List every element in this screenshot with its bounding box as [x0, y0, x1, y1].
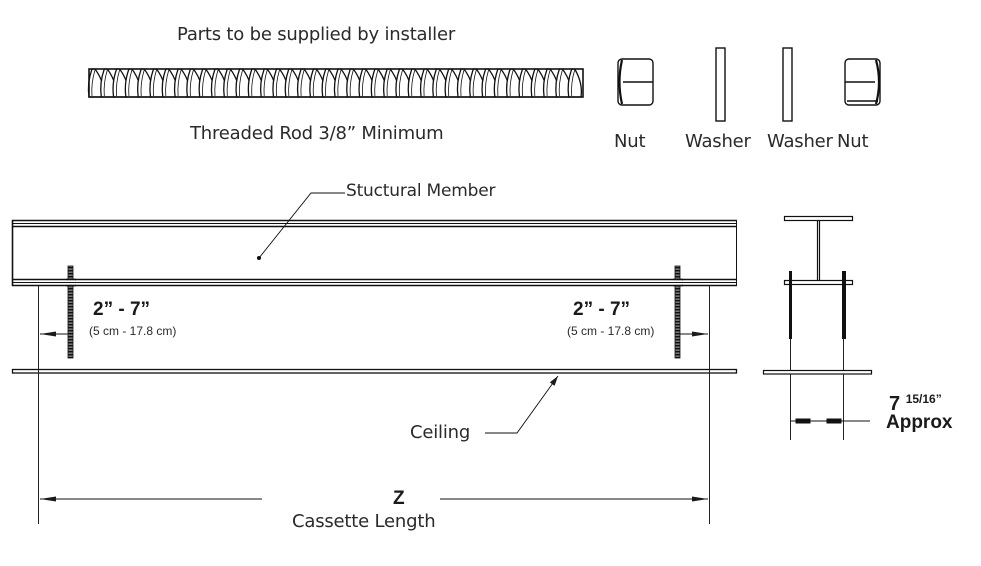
thread-crest	[312, 69, 317, 97]
thread-crest	[362, 69, 366, 97]
thread-crest	[226, 69, 231, 97]
washer-label: Washer	[685, 131, 751, 152]
thread-crest	[546, 69, 551, 97]
threaded-rod-label: Threaded Rod 3/8” Minimum	[190, 123, 444, 144]
ceiling-leader	[485, 375, 559, 434]
hanger-rod-right	[673, 265, 683, 359]
thread-crest	[472, 69, 477, 97]
thread-crest	[485, 69, 489, 97]
thread-crest	[325, 69, 330, 97]
thread-crest	[386, 69, 391, 97]
thread-crest	[460, 69, 465, 97]
hanger-rod-left	[66, 265, 76, 359]
rod-spacing-whole: 7	[889, 393, 901, 415]
thread-crest	[128, 69, 133, 97]
thread-crest	[374, 69, 379, 97]
thread-crest	[571, 69, 576, 97]
thread-crest	[165, 69, 170, 97]
left-offset-metric: (5 cm - 17.8 cm)	[89, 324, 177, 338]
rod-spacing-value: 7 15/16”	[889, 392, 942, 416]
thread-crest	[411, 69, 416, 97]
parts-heading: Parts to be supplied by installer	[177, 24, 456, 45]
thread-crest	[239, 69, 243, 97]
ceiling-label: Ceiling	[410, 422, 471, 443]
washer-icon	[715, 47, 726, 122]
washer-label: Washer	[767, 131, 833, 152]
thread-crest	[152, 69, 157, 97]
washer-icon	[782, 47, 793, 122]
cassette-length-symbol: Z	[393, 488, 405, 509]
left-offset-imperial: 2” - 7”	[93, 299, 151, 320]
thread-crest	[337, 69, 342, 97]
thread-crest	[140, 69, 145, 97]
rod-spacing-note: Approx	[886, 412, 953, 433]
hex-nut-icon	[844, 58, 881, 106]
cassette-length-label: Cassette Length	[292, 511, 436, 532]
thread-crest	[202, 69, 207, 97]
ceiling-line	[11, 368, 738, 374]
thread-crest	[423, 69, 428, 97]
thread-turn	[567, 68, 583, 98]
structural-member-beam	[11, 219, 737, 287]
thread-crest	[177, 69, 182, 97]
thread-crest	[300, 69, 305, 97]
hex-nut-icon	[617, 58, 654, 106]
side-view-rods	[789, 271, 846, 339]
thread-crest	[509, 69, 514, 97]
cassette-extension-lines	[38, 286, 710, 524]
thread-crest	[448, 69, 453, 97]
thread-crest	[521, 69, 526, 97]
rod-outline	[88, 68, 584, 98]
thread-crest	[275, 69, 280, 97]
nut-label: Nut	[614, 131, 646, 152]
side-view-ceiling	[762, 369, 873, 375]
thread-crest	[288, 69, 293, 97]
thread-crest	[398, 69, 403, 97]
structural-member-label: Stuctural Member	[346, 181, 496, 201]
side-view-rod-extensions	[790, 339, 844, 440]
thread-crest	[497, 69, 502, 97]
side-view-beam	[783, 215, 854, 286]
thread-crest	[189, 69, 194, 97]
thread-crest	[263, 69, 268, 97]
thread-crest	[251, 69, 256, 97]
thread-crest	[435, 69, 440, 97]
thread-crest	[349, 69, 354, 97]
right-offset-imperial: 2” - 7”	[573, 299, 631, 320]
thread-crest	[116, 69, 120, 97]
right-offset-metric: (5 cm - 17.8 cm)	[567, 324, 655, 338]
structural-member-leader	[256, 192, 345, 261]
threaded-rod-icon	[87, 68, 584, 98]
thread-crest	[558, 69, 563, 97]
thread-crest	[214, 69, 219, 97]
thread-crest	[103, 69, 108, 97]
rod-spacing-fraction: 15/16”	[905, 392, 942, 406]
nut-label: Nut	[837, 131, 869, 152]
thread-crest	[534, 69, 539, 97]
rod-spacing-dimension	[791, 418, 870, 424]
thread-crest	[91, 69, 96, 97]
